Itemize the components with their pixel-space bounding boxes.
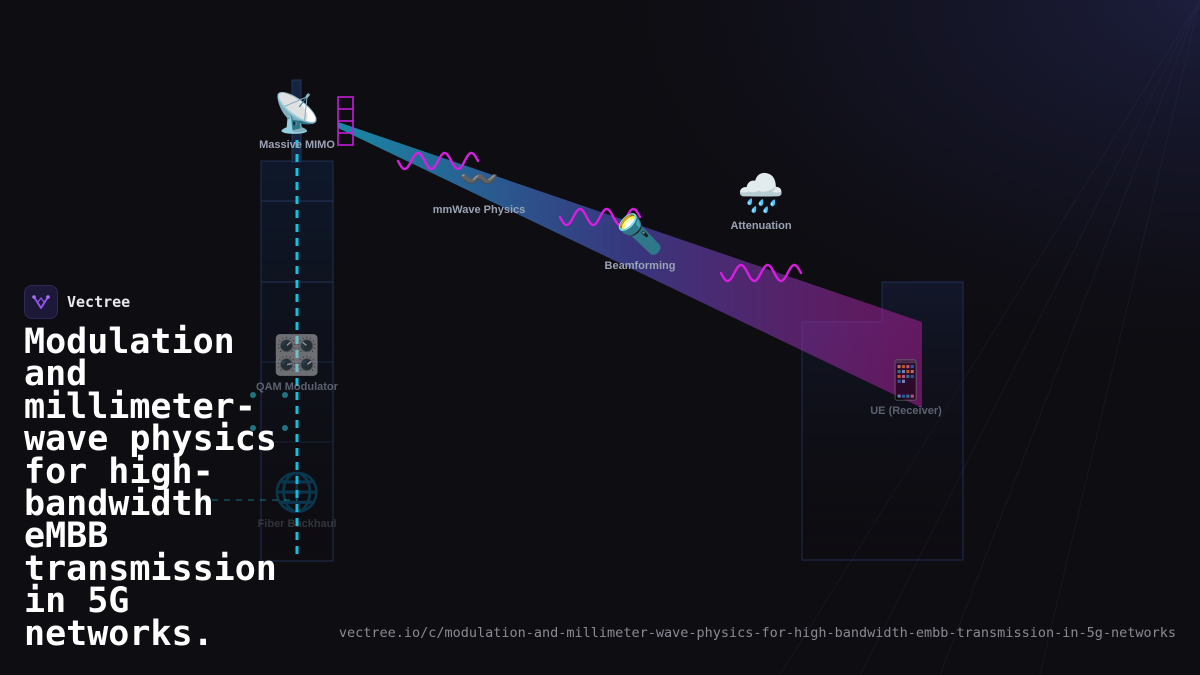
- qam-constellation: [250, 392, 288, 431]
- node-label-massive-mimo: Massive MIMO: [259, 139, 335, 151]
- page-title: Modulation and millimeter-wave physics f…: [24, 322, 277, 654]
- mobile-phone-icon: 📱: [882, 358, 930, 402]
- node-label-ue-receiver: UE (Receiver): [870, 405, 942, 417]
- signal-wave: [719, 263, 803, 283]
- beam-cone: [338, 122, 922, 408]
- node-label-beamforming: Beamforming: [604, 260, 676, 272]
- node-label-fiber-backhaul: Fiber Backhaul: [257, 518, 337, 530]
- node-label-attenuation: Attenuation: [730, 220, 792, 232]
- wavy-dash-icon: 〰️: [459, 160, 499, 198]
- mmwave-signal-waves: [396, 151, 803, 283]
- brand: Vectree: [24, 285, 130, 319]
- globe-icon: 🌐: [273, 470, 321, 514]
- page-url[interactable]: vectree.io/c/modulation-and-millimeter-w…: [338, 625, 1176, 641]
- brand-name: Vectree: [67, 293, 131, 311]
- rain-cloud-icon: 🌧️: [737, 171, 785, 215]
- satellite-antenna-icon: 📡: [273, 91, 321, 135]
- node-label-qam-modulator: QAM Modulator: [256, 381, 338, 393]
- signal-wave: [558, 207, 642, 227]
- flashlight-icon: 🔦: [616, 212, 664, 256]
- vectree-logo-icon: [24, 285, 58, 319]
- background-rays: [779, 0, 1200, 675]
- antenna-array: [337, 96, 354, 146]
- signal-wave: [396, 151, 480, 171]
- node-label-mmwave-physics: mmWave Physics: [432, 204, 526, 216]
- control-knobs-icon: 🎛️: [273, 333, 321, 377]
